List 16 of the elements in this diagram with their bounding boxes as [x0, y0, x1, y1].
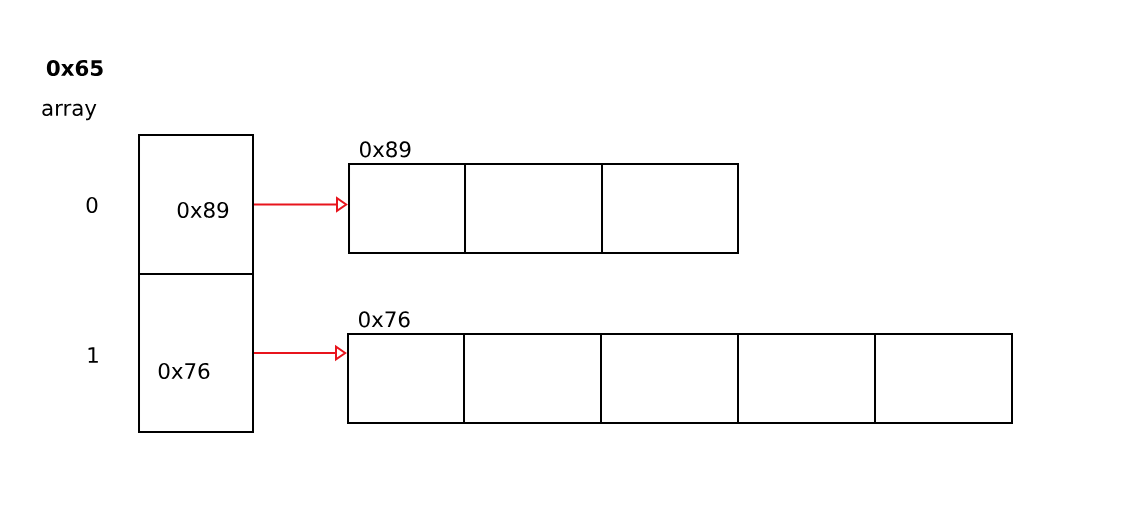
address-label: 0x65	[46, 59, 103, 77]
index-label: 1	[88, 347, 98, 363]
index-label: 0	[86, 196, 98, 214]
memory-cell	[874, 333, 1013, 424]
memory-cell	[463, 333, 602, 424]
address-label: 0x76	[359, 311, 410, 328]
array-cell: 0x76	[138, 273, 254, 433]
array-label: array	[42, 103, 97, 121]
array-cell: 0x89	[138, 134, 254, 275]
memory-cell	[464, 163, 603, 254]
memory-cell	[601, 163, 739, 254]
memory-cell	[600, 333, 739, 424]
memory-cell	[347, 333, 465, 424]
memory-cell	[737, 333, 876, 424]
memory-cell	[348, 163, 466, 254]
address-label: 0x89	[360, 141, 411, 158]
